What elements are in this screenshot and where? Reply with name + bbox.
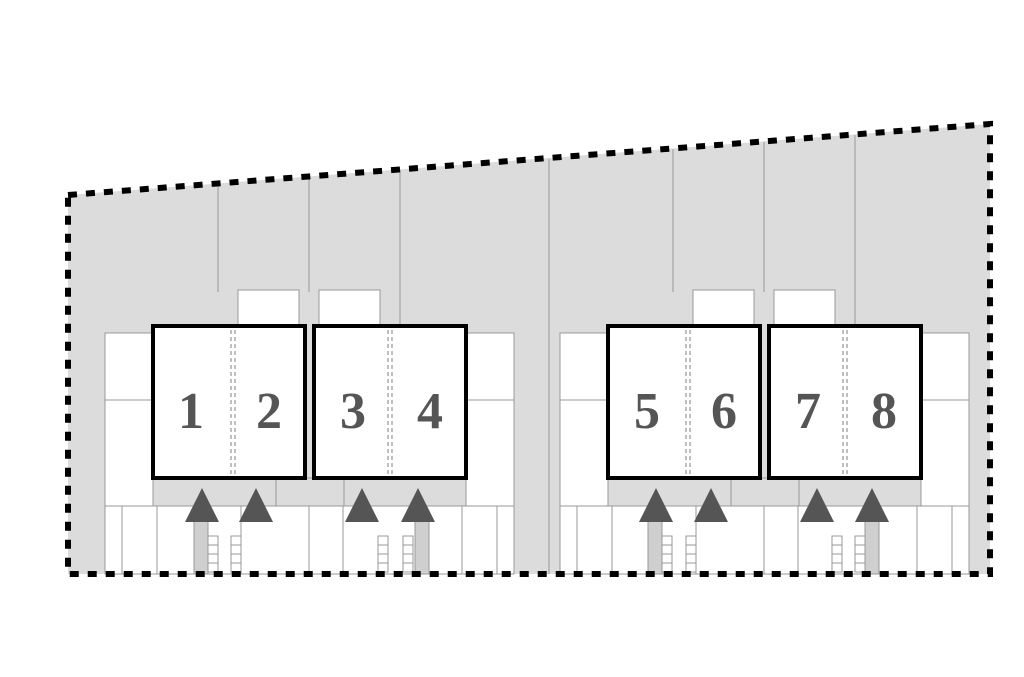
unit-pair-7-8 — [767, 324, 923, 480]
left-block-footprint — [104, 289, 515, 575]
entrance-arrow-8 — [855, 488, 889, 522]
party-walls — [230, 330, 848, 474]
unit-label-1: 1 — [178, 383, 204, 440]
entrance-arrow-6 — [694, 488, 728, 522]
plot-lines — [217, 135, 856, 574]
site-boundary — [65, 120, 993, 577]
unit-label-4: 4 — [417, 383, 443, 440]
unit-label-6: 6 — [711, 383, 737, 440]
left-block-wing-west — [104, 332, 154, 507]
annex-2 — [318, 289, 381, 327]
annex-1 — [237, 289, 300, 327]
unit-pair-1-2 — [151, 324, 307, 480]
annex-6 — [773, 289, 836, 327]
entrance-arrow-1 — [185, 488, 219, 522]
entrance-arrow-5 — [639, 488, 673, 522]
step-treads — [208, 544, 865, 564]
unit-label-8: 8 — [871, 383, 897, 440]
unit-label-3: 3 — [340, 383, 366, 440]
annex-5 — [692, 289, 755, 327]
right-block-courtyards — [730, 477, 800, 507]
right-block-wing-east — [920, 332, 970, 507]
unit-label-7: 7 — [795, 383, 821, 440]
entrance-arrow-3 — [345, 488, 379, 522]
left-block-courtyards — [275, 477, 345, 507]
access-paths — [193, 519, 880, 575]
right-block-wing-west — [559, 332, 609, 507]
unit-outlines — [151, 324, 923, 480]
unit-label-2: 2 — [256, 383, 282, 440]
unit-pair-3-4 — [312, 324, 468, 480]
unit-label-5: 5 — [634, 383, 660, 440]
left-block-wing-east — [465, 332, 515, 507]
entrance-arrow-7 — [800, 488, 834, 522]
unit-pair-5-6 — [606, 324, 762, 480]
entrance-arrow-4 — [401, 488, 435, 522]
entrance-arrow-2 — [239, 488, 273, 522]
entrance-arrows — [185, 488, 889, 522]
